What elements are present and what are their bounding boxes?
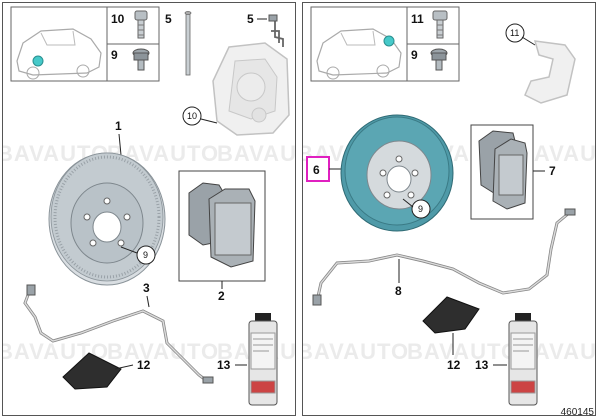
label-9: 9 [411,48,418,62]
spring-clip-4-icon [268,14,284,47]
label-8: 8 [395,284,402,298]
label-13: 13 [217,358,231,372]
screw-9-icon [132,48,150,71]
rear-axle-panel: BAVAUTO BAVAUTO BAVAUTO BAVAUTO BAVAUTO … [302,2,597,416]
callout-9 [411,199,431,219]
watermark: BAVAUTO [107,339,219,364]
callout-11-text: 11 [510,28,519,38]
label-12: 12 [447,358,461,372]
label-5: 5 [165,12,172,26]
label-9: 9 [111,48,118,62]
rear-brake-disc-icon [340,114,454,232]
callout-9-text: 9 [418,204,423,214]
small-parts-box: 11 9 [406,6,460,82]
callout-9 [136,245,156,265]
cleaning-cloth-icon [62,352,122,390]
screw-9-icon [430,48,448,71]
label-12: 12 [137,358,151,372]
label-4: 5 [247,12,254,26]
car-location-inset [10,6,108,82]
label-10: 10 [111,12,125,26]
brake-pads-box [470,124,534,220]
brake-pads-box [178,170,266,282]
brake-location-dot [383,35,395,47]
brake-caliper-icon [212,42,290,136]
spray-can-icon [508,313,538,406]
label-1: 1 [115,119,122,133]
wear-sensor-wire-icon [23,284,214,384]
front-brake-disc-icon [48,152,166,286]
bolt-10-icon [134,10,148,39]
watermark: BAVAUTO [217,141,297,166]
label-13: 13 [475,358,489,372]
callout-10-text: 10 [187,111,197,121]
small-parts-box: 10 9 5 [106,6,192,82]
label-6: 6 [313,163,320,177]
bolt-11-icon [432,10,448,39]
car-location-inset [310,6,408,82]
callout-11 [505,23,525,43]
rear-axle-diagram: BAVAUTO BAVAUTO BAVAUTO BAVAUTO BAVAUTO … [303,6,597,406]
caliper-carrier-icon [524,40,576,104]
brake-location-dot [32,55,44,67]
callout-10 [182,106,202,126]
label-3: 3 [143,281,150,295]
front-axle-panel: BAVAUTO BAVAUTO BAVAUTO BAVAUTO BAVAUTO … [2,2,297,416]
watermark: BAVAUTO [407,339,519,364]
cleaning-cloth-icon [422,296,480,334]
callout-9-text: 9 [143,250,148,260]
spray-can-icon [248,313,278,406]
pin-5-icon [184,11,192,76]
watermark: BAVAUTO [303,339,409,364]
label-7: 7 [549,164,556,178]
wear-sensor-wire-icon [312,208,576,306]
label-11: 11 [411,12,424,26]
diagram-reference-number: 460145 [560,407,594,418]
label-2: 2 [218,289,225,303]
front-axle-diagram: BAVAUTO BAVAUTO BAVAUTO BAVAUTO BAVAUTO … [3,6,297,406]
